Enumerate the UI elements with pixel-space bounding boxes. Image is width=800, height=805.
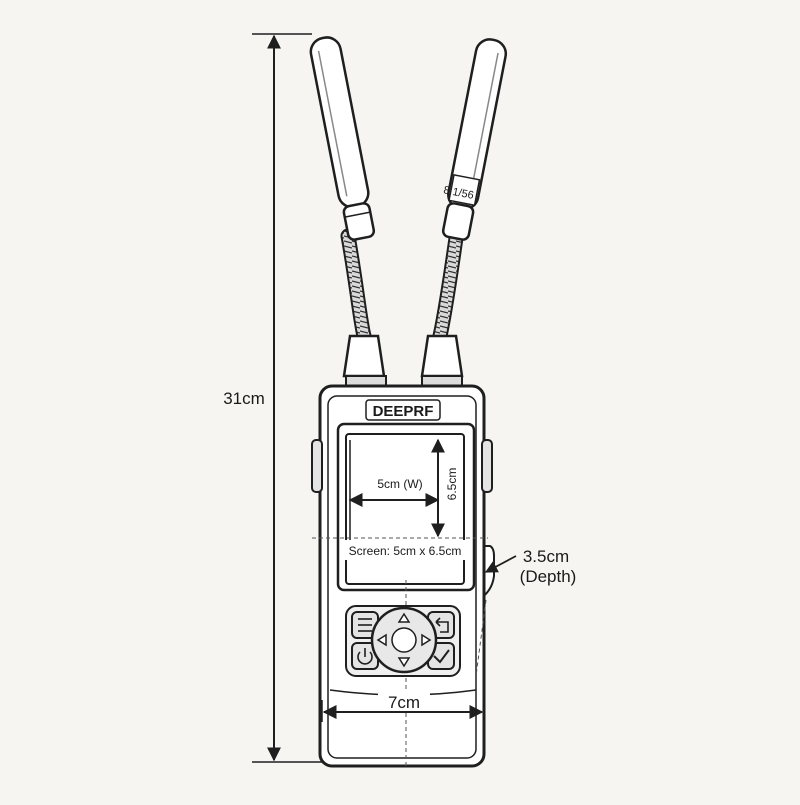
depth-caption-label: (Depth)	[520, 567, 577, 586]
screen-height-label: 6.5cm	[445, 468, 459, 501]
screen-width-label: 5cm (W)	[377, 477, 422, 491]
side-key-left[interactable]	[311, 439, 323, 493]
dpad-center-button[interactable]	[391, 627, 417, 653]
keypad	[345, 605, 461, 677]
brand-logo: DEEPRF	[373, 403, 434, 420]
width-label: 7cm	[388, 693, 420, 712]
list-icon	[358, 618, 372, 632]
screen-size-label: Screen: 5cm x 6.5cm	[349, 544, 462, 558]
height-label: 31cm	[223, 389, 265, 408]
right-antenna: 8 1/56	[420, 38, 508, 389]
depth-dimension: 3.5cm (Depth)	[484, 547, 577, 586]
arrows-icon	[376, 612, 432, 668]
antenna-serial-label: 8 1/56	[442, 184, 474, 202]
height-dimension: 31cm	[216, 33, 330, 763]
return-icon	[435, 617, 449, 633]
check-icon	[433, 649, 450, 664]
width-dimension: 7cm	[321, 689, 485, 722]
side-key-right[interactable]	[481, 439, 493, 493]
depth-value-label: 3.5cm	[523, 547, 569, 566]
screen: 5cm (W) 6.5cm Screen: 5cm x 6.5cm	[336, 422, 476, 592]
power-icon	[357, 648, 373, 665]
left-antenna	[309, 36, 387, 389]
